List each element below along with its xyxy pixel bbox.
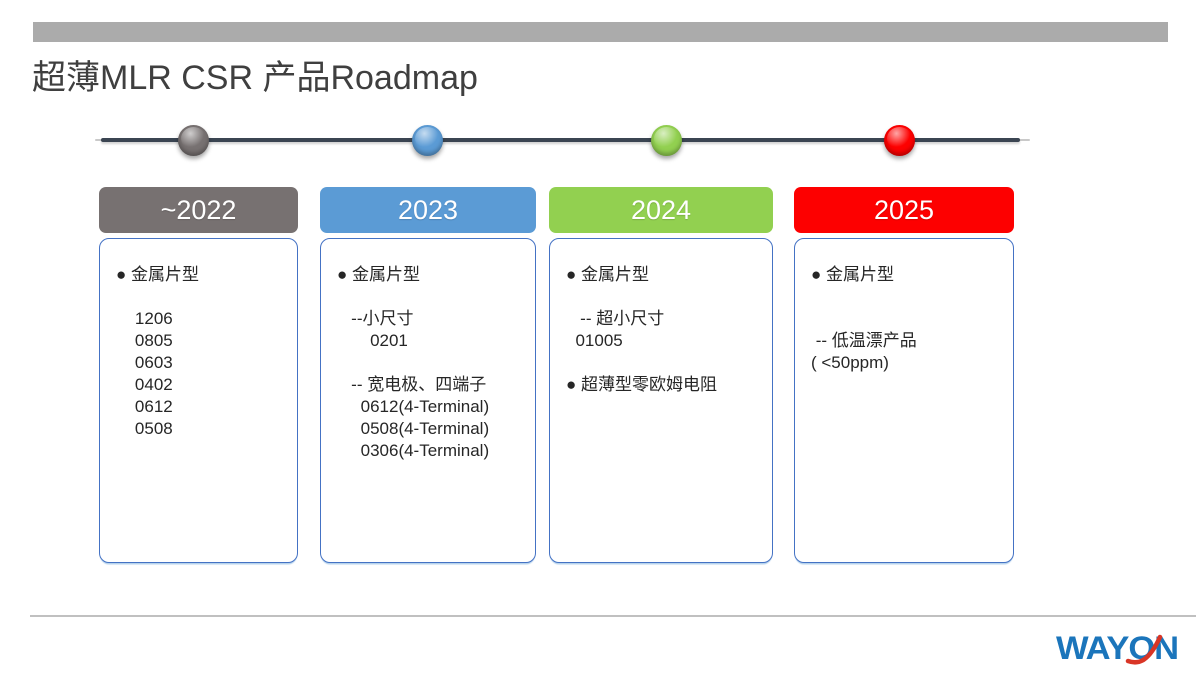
content-text-2024: ● 金属片型 -- 超小尺寸 01005 ● 超薄型零欧姆电阻 [566, 265, 717, 394]
content-text-2025: ● 金属片型 -- 低温漂产品 ( <50ppm) [811, 265, 917, 372]
content-box-2022: ● 金属片型 1206 0805 0603 0402 0612 0508 [99, 238, 298, 563]
content-box-2024: ● 金属片型 -- 超小尺寸 01005 ● 超薄型零欧姆电阻 [549, 238, 773, 563]
content-text-2023: ● 金属片型 --小尺寸 0201 -- 宽电极、四端子 0612(4-Term… [337, 265, 490, 460]
milestone-dot-2023 [412, 125, 443, 156]
roadmap-column-2023: 2023 ● 金属片型 --小尺寸 0201 -- 宽电极、四端子 0612(4… [320, 187, 536, 563]
content-box-2023: ● 金属片型 --小尺寸 0201 -- 宽电极、四端子 0612(4-Term… [320, 238, 536, 563]
milestone-dot-2025 [884, 125, 915, 156]
wayon-logo-graphic: WAYON [1056, 630, 1179, 666]
timeline-line [101, 138, 1020, 142]
top-accent-bar [33, 22, 1168, 42]
year-header-2022: ~2022 [99, 187, 298, 233]
content-box-2025: ● 金属片型 -- 低温漂产品 ( <50ppm) [794, 238, 1014, 563]
roadmap-column-2022: ~2022 ● 金属片型 1206 0805 0603 0402 0612 05… [99, 187, 298, 563]
wayon-logo-swoosh-icon [1125, 634, 1163, 665]
year-header-2025: 2025 [794, 187, 1014, 233]
content-text-2022: ● 金属片型 1206 0805 0603 0402 0612 0508 [116, 265, 199, 438]
milestone-dot-2024 [651, 125, 682, 156]
milestone-dot-2022 [178, 125, 209, 156]
roadmap-column-2025: 2025 ● 金属片型 -- 低温漂产品 ( <50ppm) [794, 187, 1014, 563]
slide-title: 超薄MLR CSR 产品Roadmap [32, 59, 478, 97]
roadmap-column-2024: 2024 ● 金属片型 -- 超小尺寸 01005 ● 超薄型零欧姆电阻 [549, 187, 773, 563]
year-header-2024: 2024 [549, 187, 773, 233]
footer-divider [30, 615, 1196, 617]
year-header-2023: 2023 [320, 187, 536, 233]
wayon-logo: WAYON [1056, 628, 1180, 668]
